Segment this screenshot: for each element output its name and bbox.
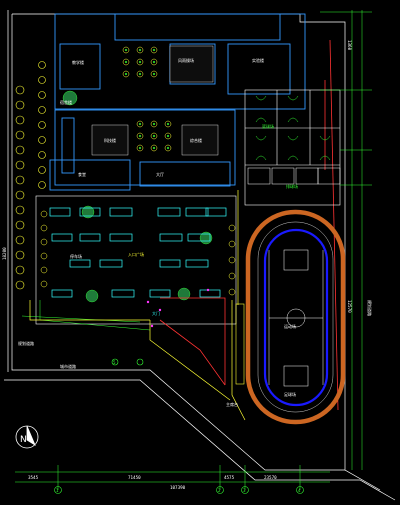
label-football: 足球场: [284, 391, 296, 397]
north-arrow-icon: [15, 425, 39, 449]
dimension-bottom-b: 23570: [264, 475, 277, 480]
label-dorm: 宿舍楼: [60, 99, 72, 105]
label-volleyball: 排球场: [286, 183, 298, 189]
dimension-right-top: 1360: [347, 40, 352, 51]
north-label: N: [20, 435, 27, 445]
label-entrance-plaza: 入口广场: [128, 251, 144, 257]
axis-label-4: 4: [298, 488, 301, 493]
plaza-green-strips: [21, 300, 151, 331]
dimension-bottom-a: 4575: [224, 475, 235, 480]
label-lobby: 大厅: [156, 171, 164, 177]
label-track: 运动场: [284, 323, 296, 329]
axis-label-5: 5: [113, 360, 116, 365]
label-road-south: 城市道路: [60, 363, 76, 369]
label-courtyard-mid: 科技楼: [104, 137, 116, 143]
dimension-bottom-left: 3545: [28, 475, 39, 480]
north-building-fill: [91, 45, 219, 156]
axis-bubbles: [54, 358, 304, 494]
label-stage: 主席台: [226, 401, 238, 407]
track-side-strip: [235, 303, 245, 385]
label-building-north-mid: 风雨操场: [178, 57, 194, 63]
yellow-paths: [29, 190, 246, 421]
fire-lanes: [159, 39, 339, 411]
label-road-east: 规划道路: [367, 300, 373, 316]
label-canteen: 食堂: [78, 171, 86, 177]
label-gate: 大门: [152, 310, 160, 316]
courtyard-tree-centers: [125, 49, 169, 149]
axis-label-2: 2: [218, 488, 221, 493]
court-arcs: [255, 95, 331, 161]
dimension-bottom-total: 107390: [170, 485, 186, 490]
axis-label-1: 1: [56, 488, 59, 493]
magenta-marks: [146, 288, 210, 328]
label-building-north-right: 实验楼: [252, 57, 264, 63]
north-buildings: [49, 13, 306, 191]
south-plaza: [35, 195, 237, 325]
courtyard-trees: [122, 46, 172, 152]
courts-lower: [247, 167, 341, 185]
axis-label-3: 3: [243, 488, 246, 493]
running-track: [245, 209, 346, 425]
dimension-right-mid: 12570: [347, 300, 352, 313]
dimension-bottom-mid: 71450: [128, 475, 141, 480]
courts: [244, 89, 341, 206]
bottom-dimension-lines: [15, 465, 330, 490]
parking-stalls: [49, 207, 227, 298]
label-parking: 停车场: [70, 253, 82, 259]
east-dimension-lines: [320, 10, 372, 470]
label-road-west: 规划道路: [18, 340, 34, 346]
label-basketball: 篮球场: [262, 123, 274, 129]
site-boundary: [4, 10, 396, 501]
label-hall: 综合楼: [190, 137, 202, 143]
plaza-trees: [40, 210, 236, 296]
label-building-north-left: 教学楼: [72, 59, 84, 65]
dimension-left-block: 18200: [2, 247, 7, 260]
tree-row-west: [15, 61, 46, 290]
